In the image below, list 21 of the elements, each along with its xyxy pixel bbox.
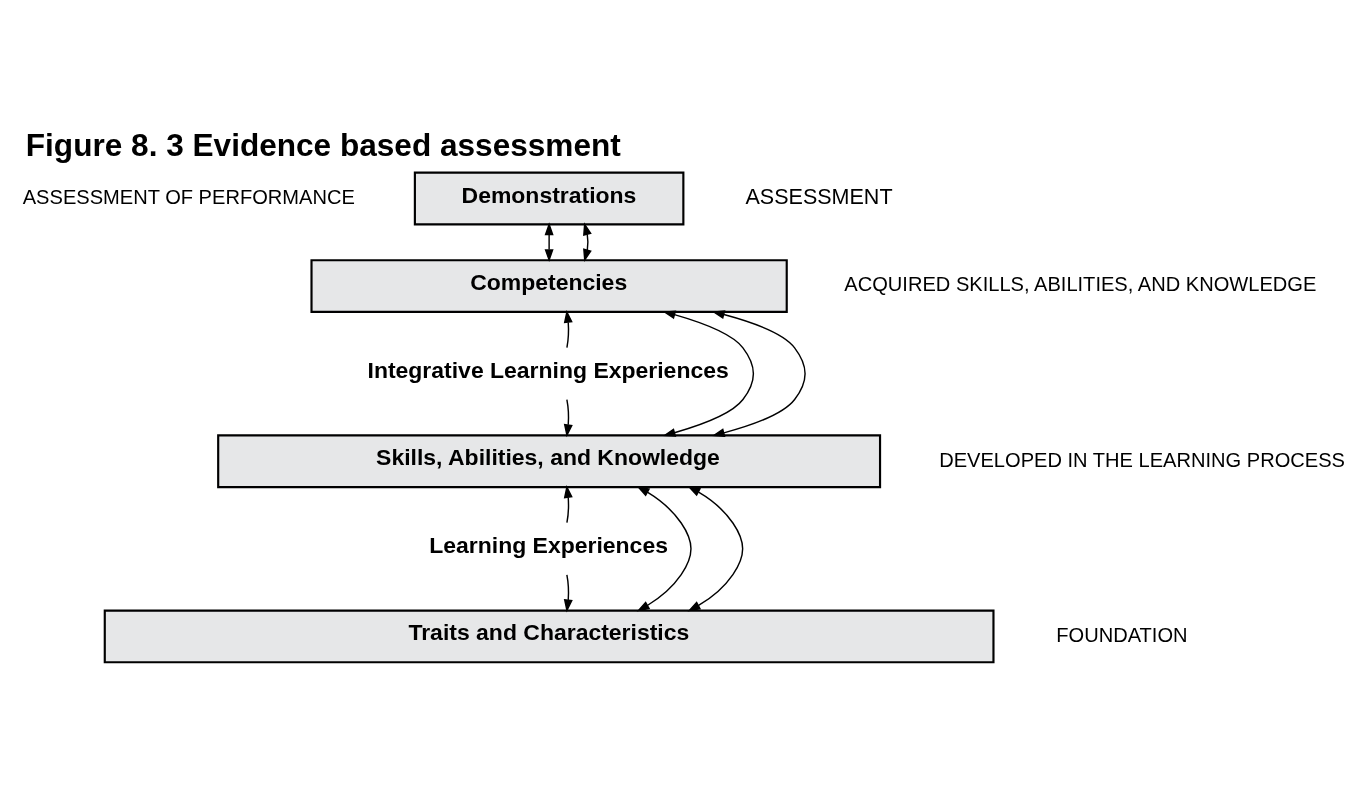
arrow (662, 310, 755, 437)
arrow (563, 309, 573, 349)
node-box: Demonstrations (413, 171, 685, 226)
arrow (544, 222, 554, 263)
node-label: DEVELOPED IN THE LEARNING PROCESS (939, 448, 1345, 471)
label: ASSESSMENT (745, 184, 893, 209)
node-box: Competencies (310, 259, 788, 314)
arrow (711, 310, 806, 438)
arrow (563, 574, 573, 613)
arrow (563, 398, 573, 438)
node-box: Skills, Abilities, and Knowledge (217, 434, 882, 489)
arrow (687, 486, 744, 612)
arrow (563, 485, 573, 524)
node-label: FOUNDATION (1056, 623, 1188, 646)
node-text: Integrative Learning Experiences (367, 356, 729, 383)
node-label: ASSESSMENT OF PERFORMANCE (22, 185, 355, 208)
node-box: Traits and Characteristics (103, 609, 995, 664)
node-text: Learning Experiences (429, 531, 668, 558)
node-label: ACQUIRED SKILLS, ABILITIES, AND KNOWLEDGE (844, 273, 1317, 296)
diagram-title: Figure 8. 3 Evidence based assessment (25, 127, 621, 164)
arrow (636, 486, 692, 612)
